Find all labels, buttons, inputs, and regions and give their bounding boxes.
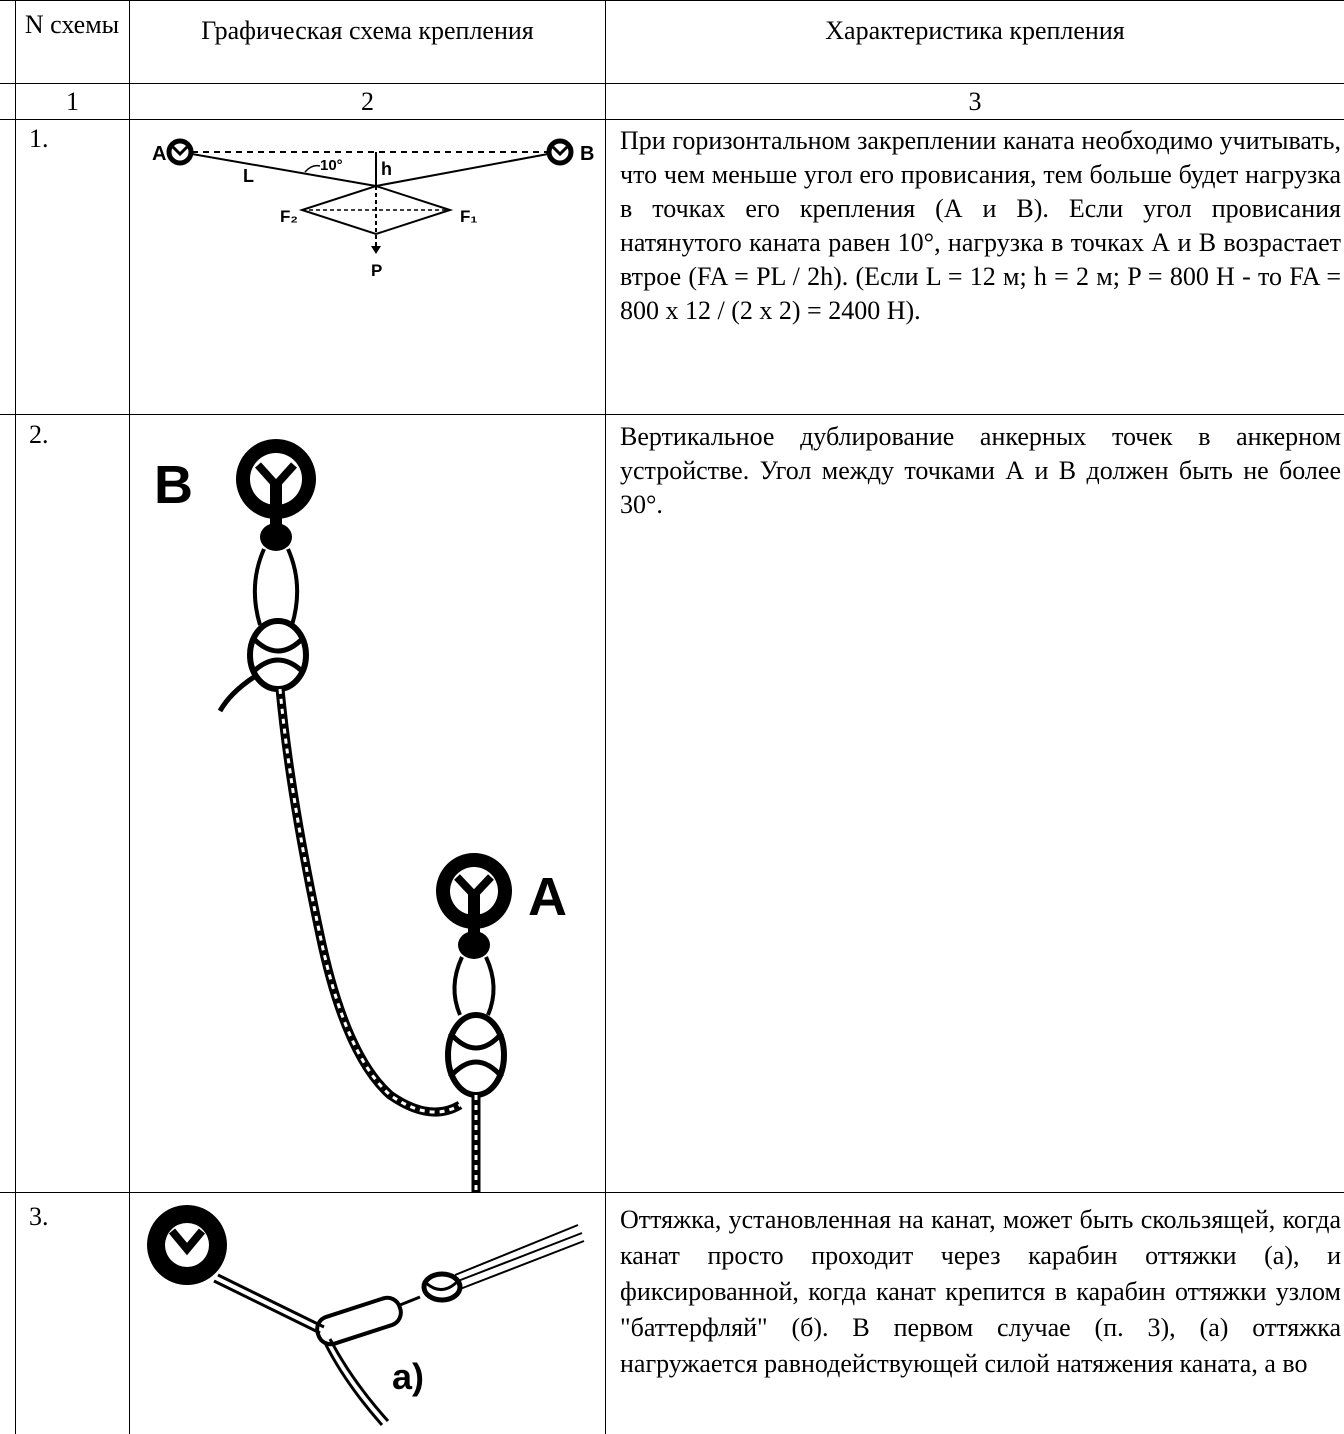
- label-angle: 10°: [320, 157, 343, 174]
- table-border-header-bottom: [0, 83, 1344, 84]
- header-graphic-scheme: Графическая схема крепления: [201, 16, 534, 45]
- label-b: B: [154, 455, 193, 515]
- label-l: L: [243, 166, 254, 186]
- label-h: h: [381, 159, 392, 179]
- knot-icon: [421, 1271, 463, 1303]
- sliding-redirect-diagram: a): [147, 1205, 585, 1426]
- anchor-a-icon: [436, 853, 512, 959]
- carabiner-icon: [315, 1295, 403, 1347]
- table-border-col1-right: [129, 0, 130, 1434]
- horizontal-rope-diagram: A B L 10° h F₂ F₁ P: [152, 138, 594, 280]
- header-scheme-number: N схемы: [24, 10, 120, 39]
- vertical-anchor-duplication-diagram: B A: [154, 439, 567, 1192]
- row-3-description: Оттяжка, установленная на канат, может б…: [620, 1205, 1341, 1378]
- knot-a-icon: [445, 1012, 507, 1098]
- row-2-number: 2.: [29, 420, 49, 449]
- label-f1: F₁: [460, 207, 477, 226]
- column-number-2: 2: [361, 87, 374, 116]
- row-1-number: 1.: [29, 124, 49, 153]
- row-3-number: 3.: [29, 1202, 49, 1231]
- label-p: P: [371, 261, 382, 280]
- row-1-description: При горизонтальном закреплении каната не…: [620, 126, 1341, 325]
- table-border-numbering-bottom: [0, 119, 1344, 120]
- table-border-top: [0, 0, 1344, 1]
- table-border-row2-bottom: [0, 1192, 1344, 1193]
- column-number-3: 3: [968, 87, 982, 116]
- label-a: a): [392, 1356, 424, 1397]
- table-border-left: [15, 0, 16, 1434]
- label-f2: F₂: [280, 207, 298, 226]
- label-a: A: [152, 143, 166, 165]
- anchor-b-icon: [236, 439, 316, 551]
- anchor-b-icon: [546, 138, 574, 166]
- knot-b-icon: [247, 618, 309, 692]
- header-characteristic: Характеристика крепления: [825, 16, 1125, 45]
- row-2-description: Вертикальное дублирование анкерных точек…: [620, 422, 1341, 519]
- table-border-row1-bottom: [0, 414, 1344, 415]
- label-b: B: [580, 143, 594, 165]
- table-border-col2-right: [605, 0, 606, 1434]
- anchor-a-icon: [166, 138, 194, 166]
- label-a: A: [528, 867, 567, 927]
- column-number-1: 1: [66, 87, 79, 116]
- anchor-icon: [147, 1205, 227, 1285]
